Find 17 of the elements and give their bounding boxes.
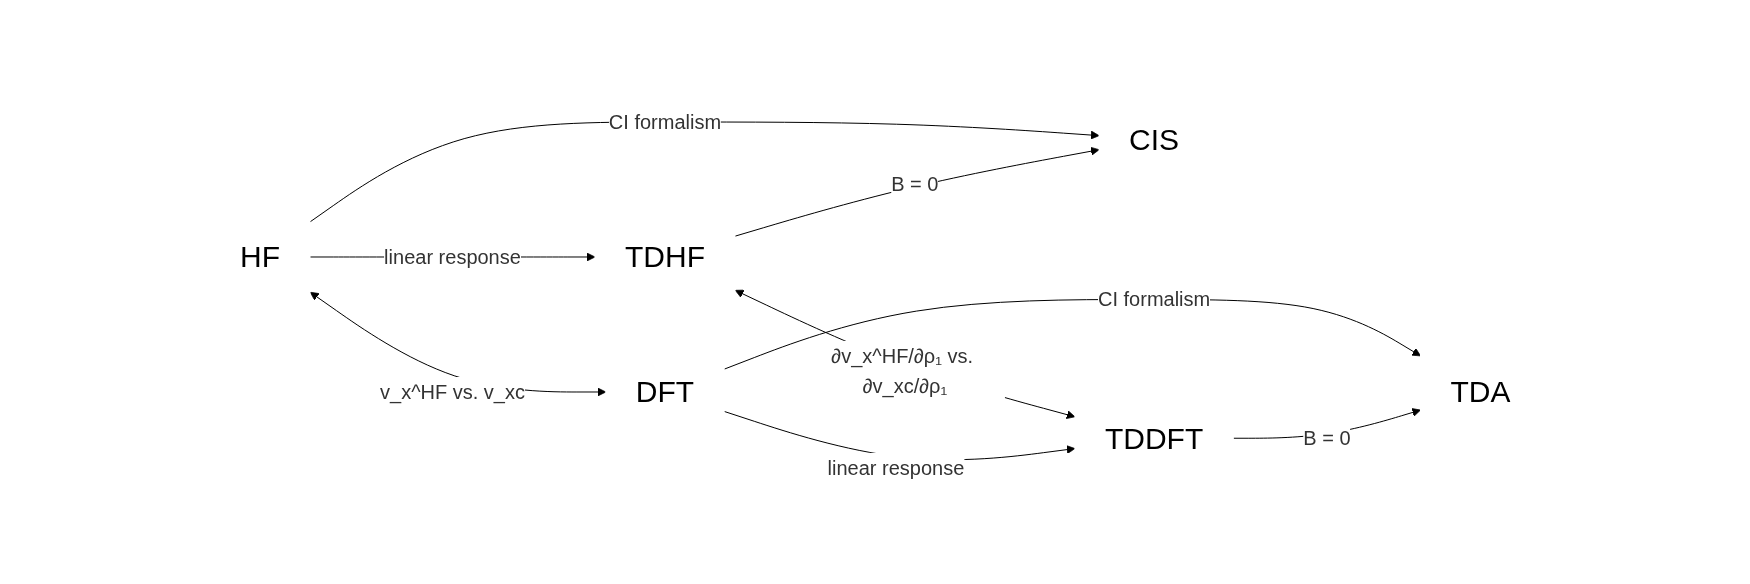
edge-label: B = 0 xyxy=(1302,426,1351,449)
arrow xyxy=(734,289,1076,419)
node-text: TDHF xyxy=(624,240,705,274)
edge-label: ∂v_x^HF/∂ρ₁ vs. ∂v_xc/∂ρ₁ xyxy=(831,344,973,397)
node-text: TDA xyxy=(1450,375,1511,409)
arrow xyxy=(734,146,1100,237)
edge-label: CI formalism xyxy=(608,110,721,133)
node-text: DFT xyxy=(635,375,694,409)
arrow xyxy=(309,121,1100,222)
edge-label: CI formalism xyxy=(1097,288,1210,311)
edge-label: B = 0 xyxy=(890,172,939,195)
edge-label: v_x^HF vs. v_xc xyxy=(379,380,525,403)
node-text: CIS xyxy=(1128,122,1179,156)
edge-label: linear response xyxy=(383,245,521,268)
node-text: HF xyxy=(239,240,280,274)
node-text: TDDFT xyxy=(1104,421,1203,455)
edge-label: linear response xyxy=(827,456,965,479)
